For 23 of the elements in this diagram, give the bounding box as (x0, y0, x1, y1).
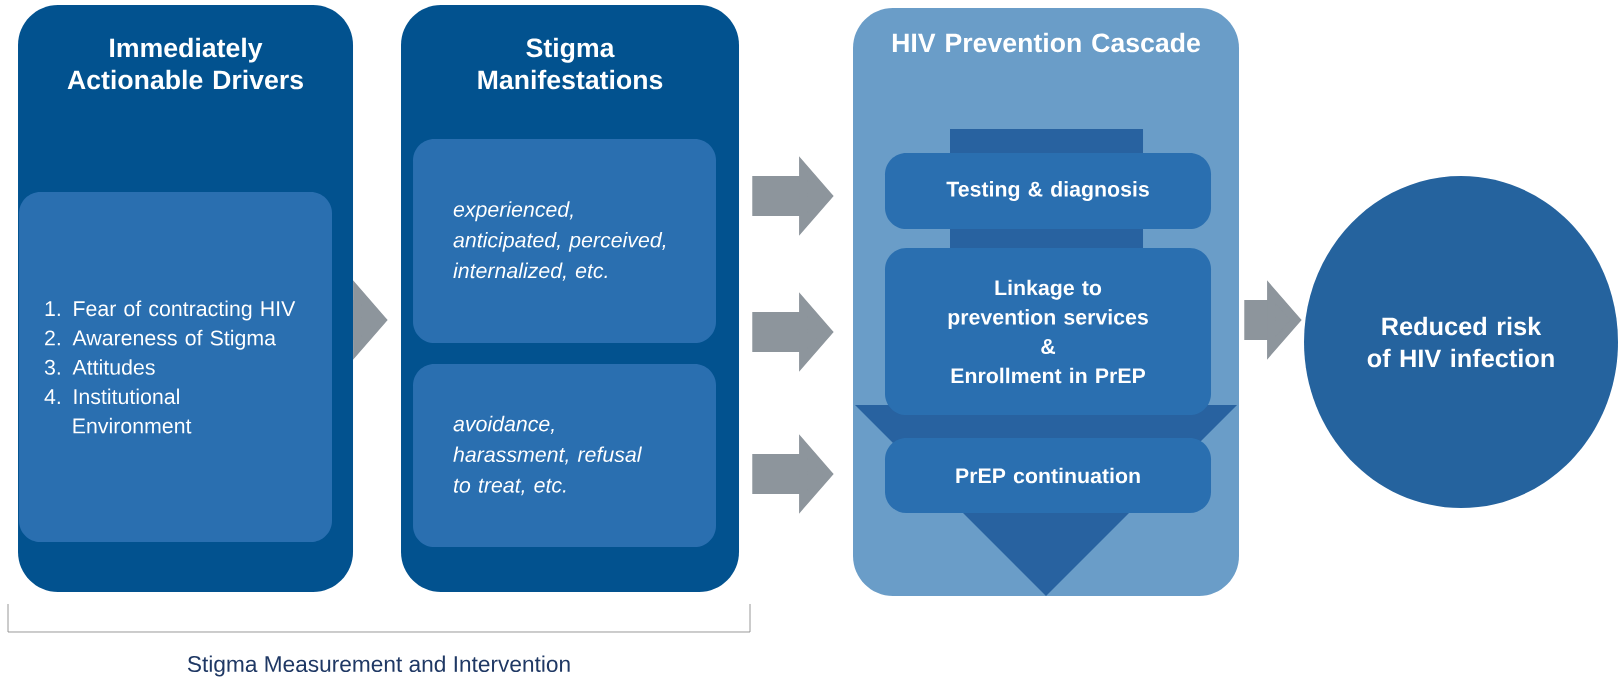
list-item: 1. Fear of contracting HIV (45, 300, 296, 321)
text-box (885, 438, 1211, 513)
node-text: & (1041, 339, 1056, 354)
panel-heading: HIV Prevention Cascade (892, 32, 1200, 53)
list-item: 3. Attitudes (44, 359, 155, 375)
list-item: 4. Institutional Environment (44, 388, 192, 434)
text-box (413, 139, 716, 343)
node-text: Enrollment in PrEP (951, 367, 1146, 384)
panel-heading: Stigma Manifestations (478, 37, 663, 90)
text-box (885, 248, 1211, 415)
node-text: experienced, anticipated, perceived, internalized, etc. (453, 201, 666, 281)
node-text: Testing & diagnosis (946, 181, 1149, 201)
node-text: avoidance, harassment, refusal to treat, etc. (453, 415, 642, 496)
node-text: PrEP continuation (956, 467, 1140, 484)
text-box (413, 364, 716, 547)
bracket-label: Stigma Measurement and Intervention (187, 655, 570, 677)
node-text: Reduced risk of HIV infection (1367, 316, 1554, 368)
result-circle (1304, 176, 1618, 508)
panel-heading: Immediately Actionable Drivers (67, 37, 303, 90)
text-box (19, 192, 332, 542)
list-item: 2. Awareness of Stigma (45, 329, 276, 350)
node-text: Linkage to prevention services (948, 279, 1148, 329)
text-box (885, 153, 1211, 229)
